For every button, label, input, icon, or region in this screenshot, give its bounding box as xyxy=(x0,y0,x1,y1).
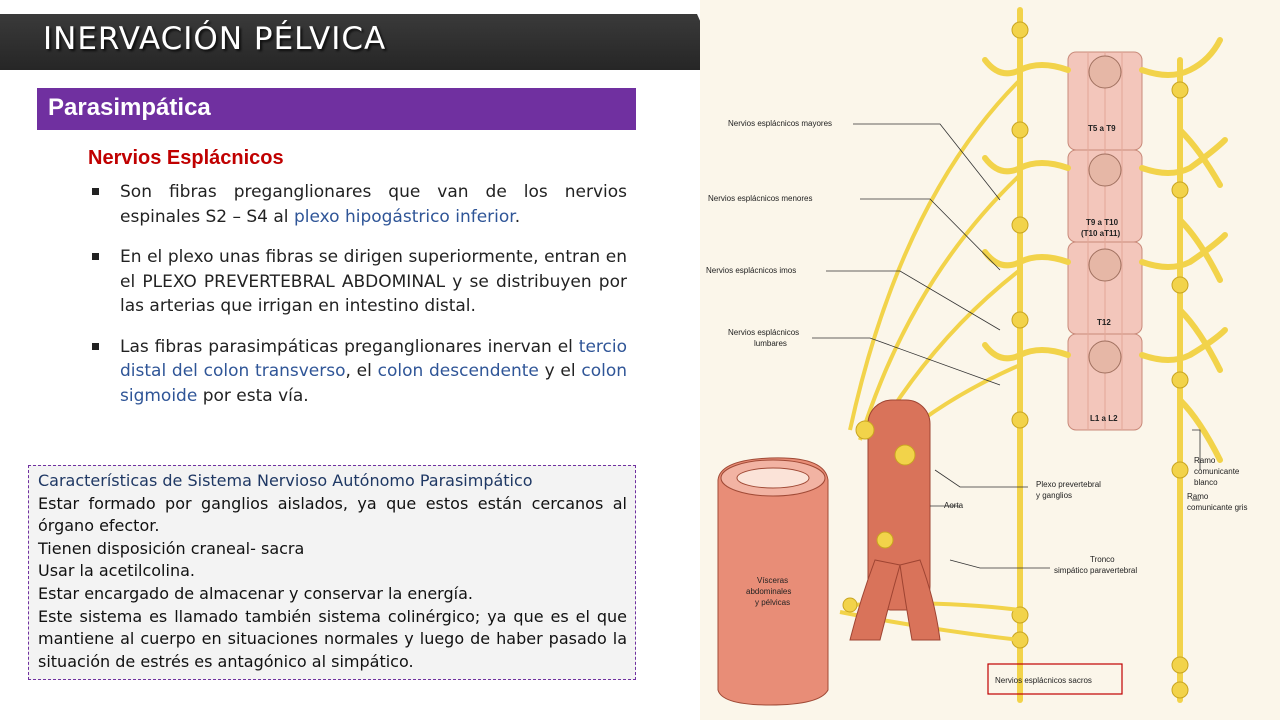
section-title: Parasimpática xyxy=(48,94,211,121)
box-line: Estar formado por ganglios aislados, ya … xyxy=(38,493,627,536)
bullet-text: por esta vía. xyxy=(197,385,309,406)
label-lumbares-2: lumbares xyxy=(754,339,787,348)
label-tronco-2: simpático paravertebral xyxy=(1054,566,1137,575)
label-plexo-2: y ganglios xyxy=(1036,491,1072,500)
label-tronco-1: Tronco xyxy=(1090,555,1115,564)
highlight-term: plexo hipogástrico inferior xyxy=(293,206,515,227)
bullet-text: En el plexo unas fibras se dirigen super… xyxy=(120,247,627,316)
label-aorta: Aorta xyxy=(944,501,964,510)
square-bullet-icon xyxy=(92,342,99,350)
nerve-diagram-svg: Nervios esplácnicos mayores Nervios espl… xyxy=(706,7,1247,706)
label-t5t9: T5 a T9 xyxy=(1088,124,1116,133)
label-ramo-blanco-1: Ramo xyxy=(1194,456,1216,465)
highlight-term: tercio distal del colon transverso xyxy=(120,336,627,382)
anatomy-diagram: Nervios esplácnicos mayores Nervios espl… xyxy=(700,0,1280,720)
bullet-item: Las fibras parasimpáticas preganglionare… xyxy=(92,335,627,409)
square-bullet-icon xyxy=(92,253,99,260)
label-sacros: Nervios esplácnicos sacros xyxy=(995,676,1092,685)
page-title: INERVACIÓN PÉLVICA xyxy=(43,21,387,57)
box-title: Características de Sistema Nervioso Autó… xyxy=(38,471,533,490)
label-ramo-gris-1: Ramo xyxy=(1187,492,1209,501)
label-plexo-1: Plexo prevertebral xyxy=(1036,480,1101,489)
label-t9t10: T9 a T10 xyxy=(1086,218,1119,227)
subsection-title: Nervios Esplácnicos xyxy=(88,147,284,169)
square-bullet-icon xyxy=(92,188,99,195)
label-ramo-blanco-2: comunicante xyxy=(1194,467,1240,476)
label-visceras-2: abdominales xyxy=(746,587,791,596)
label-visceras-3: y pélvicas xyxy=(755,598,790,607)
bullet-list: Son fibras preganglionares que van de lo… xyxy=(92,180,627,424)
sacral-label-box xyxy=(987,663,1123,695)
title-bar xyxy=(0,14,722,70)
bullet-item: Son fibras preganglionares que van de lo… xyxy=(92,180,627,229)
label-t10t11: (T10 aT11) xyxy=(1081,229,1120,238)
sympathetic-ganglia xyxy=(1011,21,1189,699)
bullet-text: Las fibras parasimpáticas preganglionare… xyxy=(120,336,579,357)
bullet-text: y el xyxy=(538,361,582,381)
label-l1l2: L1 a L2 xyxy=(1090,414,1118,423)
label-ramo-blanco-3: blanco xyxy=(1194,478,1218,487)
label-lumbares-1: Nervios esplácnicos xyxy=(728,328,799,337)
box-line: Usar la acetilcolina. xyxy=(38,561,195,581)
bullet-text: Son fibras preganglionares que van de lo… xyxy=(120,182,627,227)
label-imos: Nervios esplácnicos imos xyxy=(706,266,796,275)
bullet-text: , el xyxy=(345,361,378,381)
box-line: Estar encargado de almacenar y conservar… xyxy=(38,583,473,603)
characteristics-box: Características de Sistema Nervioso Autó… xyxy=(28,465,636,680)
prevertebral-plexus xyxy=(842,420,916,613)
label-visceras-1: Vísceras xyxy=(757,576,788,585)
leader-lines xyxy=(812,123,1201,569)
viscera xyxy=(717,457,829,706)
box-line: Tienen disposición craneal- sacra xyxy=(38,538,305,558)
bullet-item: En el plexo unas fibras se dirigen super… xyxy=(92,245,627,319)
bullet-text: . xyxy=(514,206,521,227)
label-t12: T12 xyxy=(1097,318,1111,327)
label-menores: Nervios esplácnicos menores xyxy=(708,194,813,203)
spinal-column xyxy=(1067,51,1143,431)
highlight-term: colon sigmoide xyxy=(120,361,627,406)
label-mayores: Nervios esplácnicos mayores xyxy=(728,119,832,128)
section-bar xyxy=(37,88,636,130)
highlight-term: colon descendente xyxy=(377,361,539,381)
box-line: Este sistema es llamado también sistema … xyxy=(38,606,627,671)
label-ramo-gris-2: comunicante gris xyxy=(1187,503,1247,512)
